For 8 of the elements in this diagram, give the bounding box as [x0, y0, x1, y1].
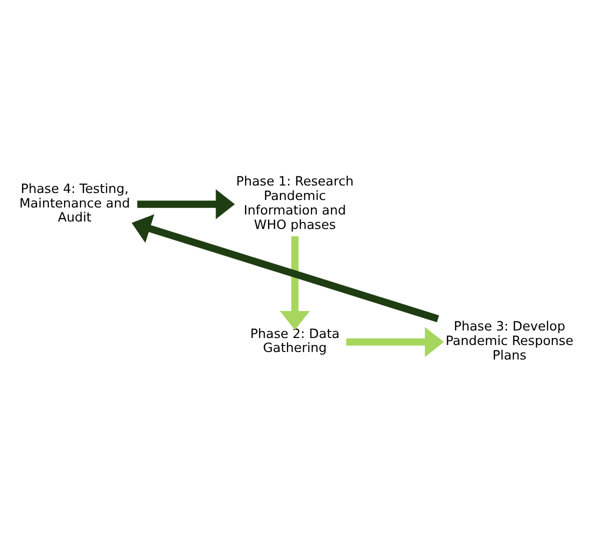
arrow: [280, 236, 310, 330]
node-text: Phase 2: Data Gathering: [250, 326, 340, 356]
node-text: Phase 4: Testing, Maintenance and Audit: [19, 181, 130, 226]
node-text: Phase 1: Research Pandemic Information and WHO phases: [236, 174, 354, 232]
arrow: [346, 326, 444, 356]
arrow: [132, 214, 440, 322]
arrow: [137, 188, 235, 219]
node-text: Phase 3: Develop Pandemic Response Plans: [446, 319, 574, 363]
